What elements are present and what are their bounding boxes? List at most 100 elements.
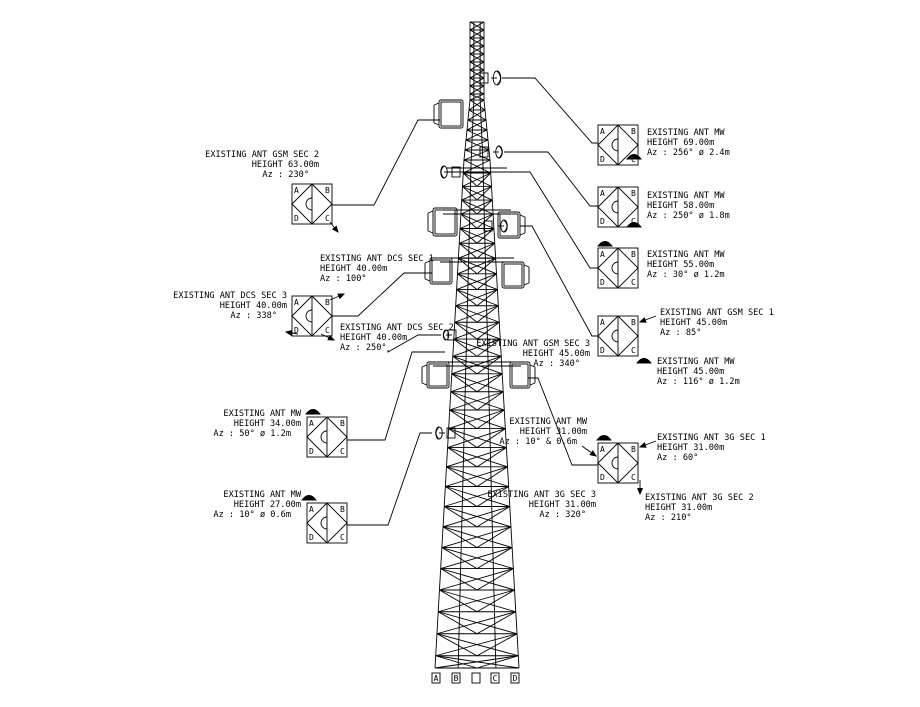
label-line: Az : 30° ø 1.2m [647,270,725,280]
tower-brace [469,85,485,95]
label-line: HEIGHT 45.00m [657,367,724,377]
tower-brace [455,305,478,323]
label-line: EXISTING ANT DCS SEC 2 [340,323,454,333]
plan-dish-marker [305,409,321,415]
label-line: Az : 250° [340,343,387,353]
label-line: EXISTING ANT GSM SEC 3 [476,339,590,349]
antenna-direction-marker [329,293,346,301]
tower-brace [455,289,498,307]
tower-brace [451,355,502,375]
label-line: HEIGHT 45.00m [660,318,727,328]
tower-brace [456,289,478,307]
label-line: HEIGHT 31.00m [657,443,724,453]
tower-brace [449,409,478,429]
label-line: Az : 60° [657,453,698,463]
leader-line [528,377,598,466]
leg-box [451,672,461,684]
antenna-direction-marker [329,221,339,233]
label-line: Az : 116° ø 1.2m [657,377,740,387]
leader-line [347,351,445,441]
tower-brace [456,273,497,291]
tower-brace [466,119,487,131]
tower-brace [447,428,506,448]
tower-brace [458,242,495,259]
leg-box [490,672,500,684]
corner-letter: C [631,346,636,355]
tower-brace [469,53,485,63]
tower-brace [476,242,496,259]
antenna-direction-marker [320,333,336,341]
leader-line [504,151,598,207]
tower-brace [476,611,517,635]
tower-brace [468,99,485,111]
tower-brace [441,547,478,569]
panel-antenna-icon [424,257,453,285]
tower-brace [476,391,504,411]
tower-brace [462,172,478,187]
corner-letter: C [340,533,345,542]
tower-brace [454,305,499,323]
tower-brace [476,633,518,657]
tower-brace [467,109,486,121]
panel-antenna-icon [497,211,526,239]
panel-antenna-icon [501,261,530,289]
panel-antenna-icon [433,99,464,129]
antenna-direction-marker [638,315,657,323]
tower-brace [476,589,515,613]
panel-antenna-icon [421,361,450,389]
tower-brace [476,321,500,340]
label-line: HEIGHT 45.00m [523,349,590,359]
tower-brace [476,547,513,569]
label-line: Az : 256° ø 2.4m [647,148,730,158]
label-line: Az : 100° [320,274,367,284]
tower-brace [449,391,504,411]
tower-brace [445,466,508,487]
tower-brace [476,258,496,275]
corner-letter: D [600,278,605,287]
label-line: EXISTING ANT MW [647,191,725,201]
label-line: EXISTING ANT GSM SEC 1 [660,308,774,318]
leader-line [494,171,598,269]
label-line: EXISTING ANT MW [223,490,301,500]
label-line: EXISTING ANT GSM SEC 2 [205,150,319,160]
corner-letter: D [600,346,605,355]
label-line: HEIGHT 31.00m [645,503,712,513]
antenna-direction-marker [636,480,644,496]
leg-box [510,672,520,684]
tower-brace [439,589,478,613]
corner-letter: C [325,326,330,335]
corner-letter: A [600,445,605,454]
label-line: HEIGHT 40.00m [340,333,407,343]
corner-letter: A [294,298,299,307]
leader-line [520,225,598,337]
tower-brace [476,486,509,507]
tower-brace [451,373,478,393]
label-line: HEIGHT 58.00m [647,201,714,211]
corner-letter: D [600,217,605,226]
tower-brace [442,526,478,548]
dish-antenna-icon [491,70,502,86]
tower-brace [440,547,513,570]
tower-brace [463,159,491,174]
tower-brace [467,119,488,131]
plan-dish-marker [301,495,317,501]
tower-brace [476,655,519,669]
tower-brace [446,447,507,468]
leader-lines [332,77,598,526]
plan-dish-marker [626,154,642,160]
corner-letter: B [325,186,330,195]
